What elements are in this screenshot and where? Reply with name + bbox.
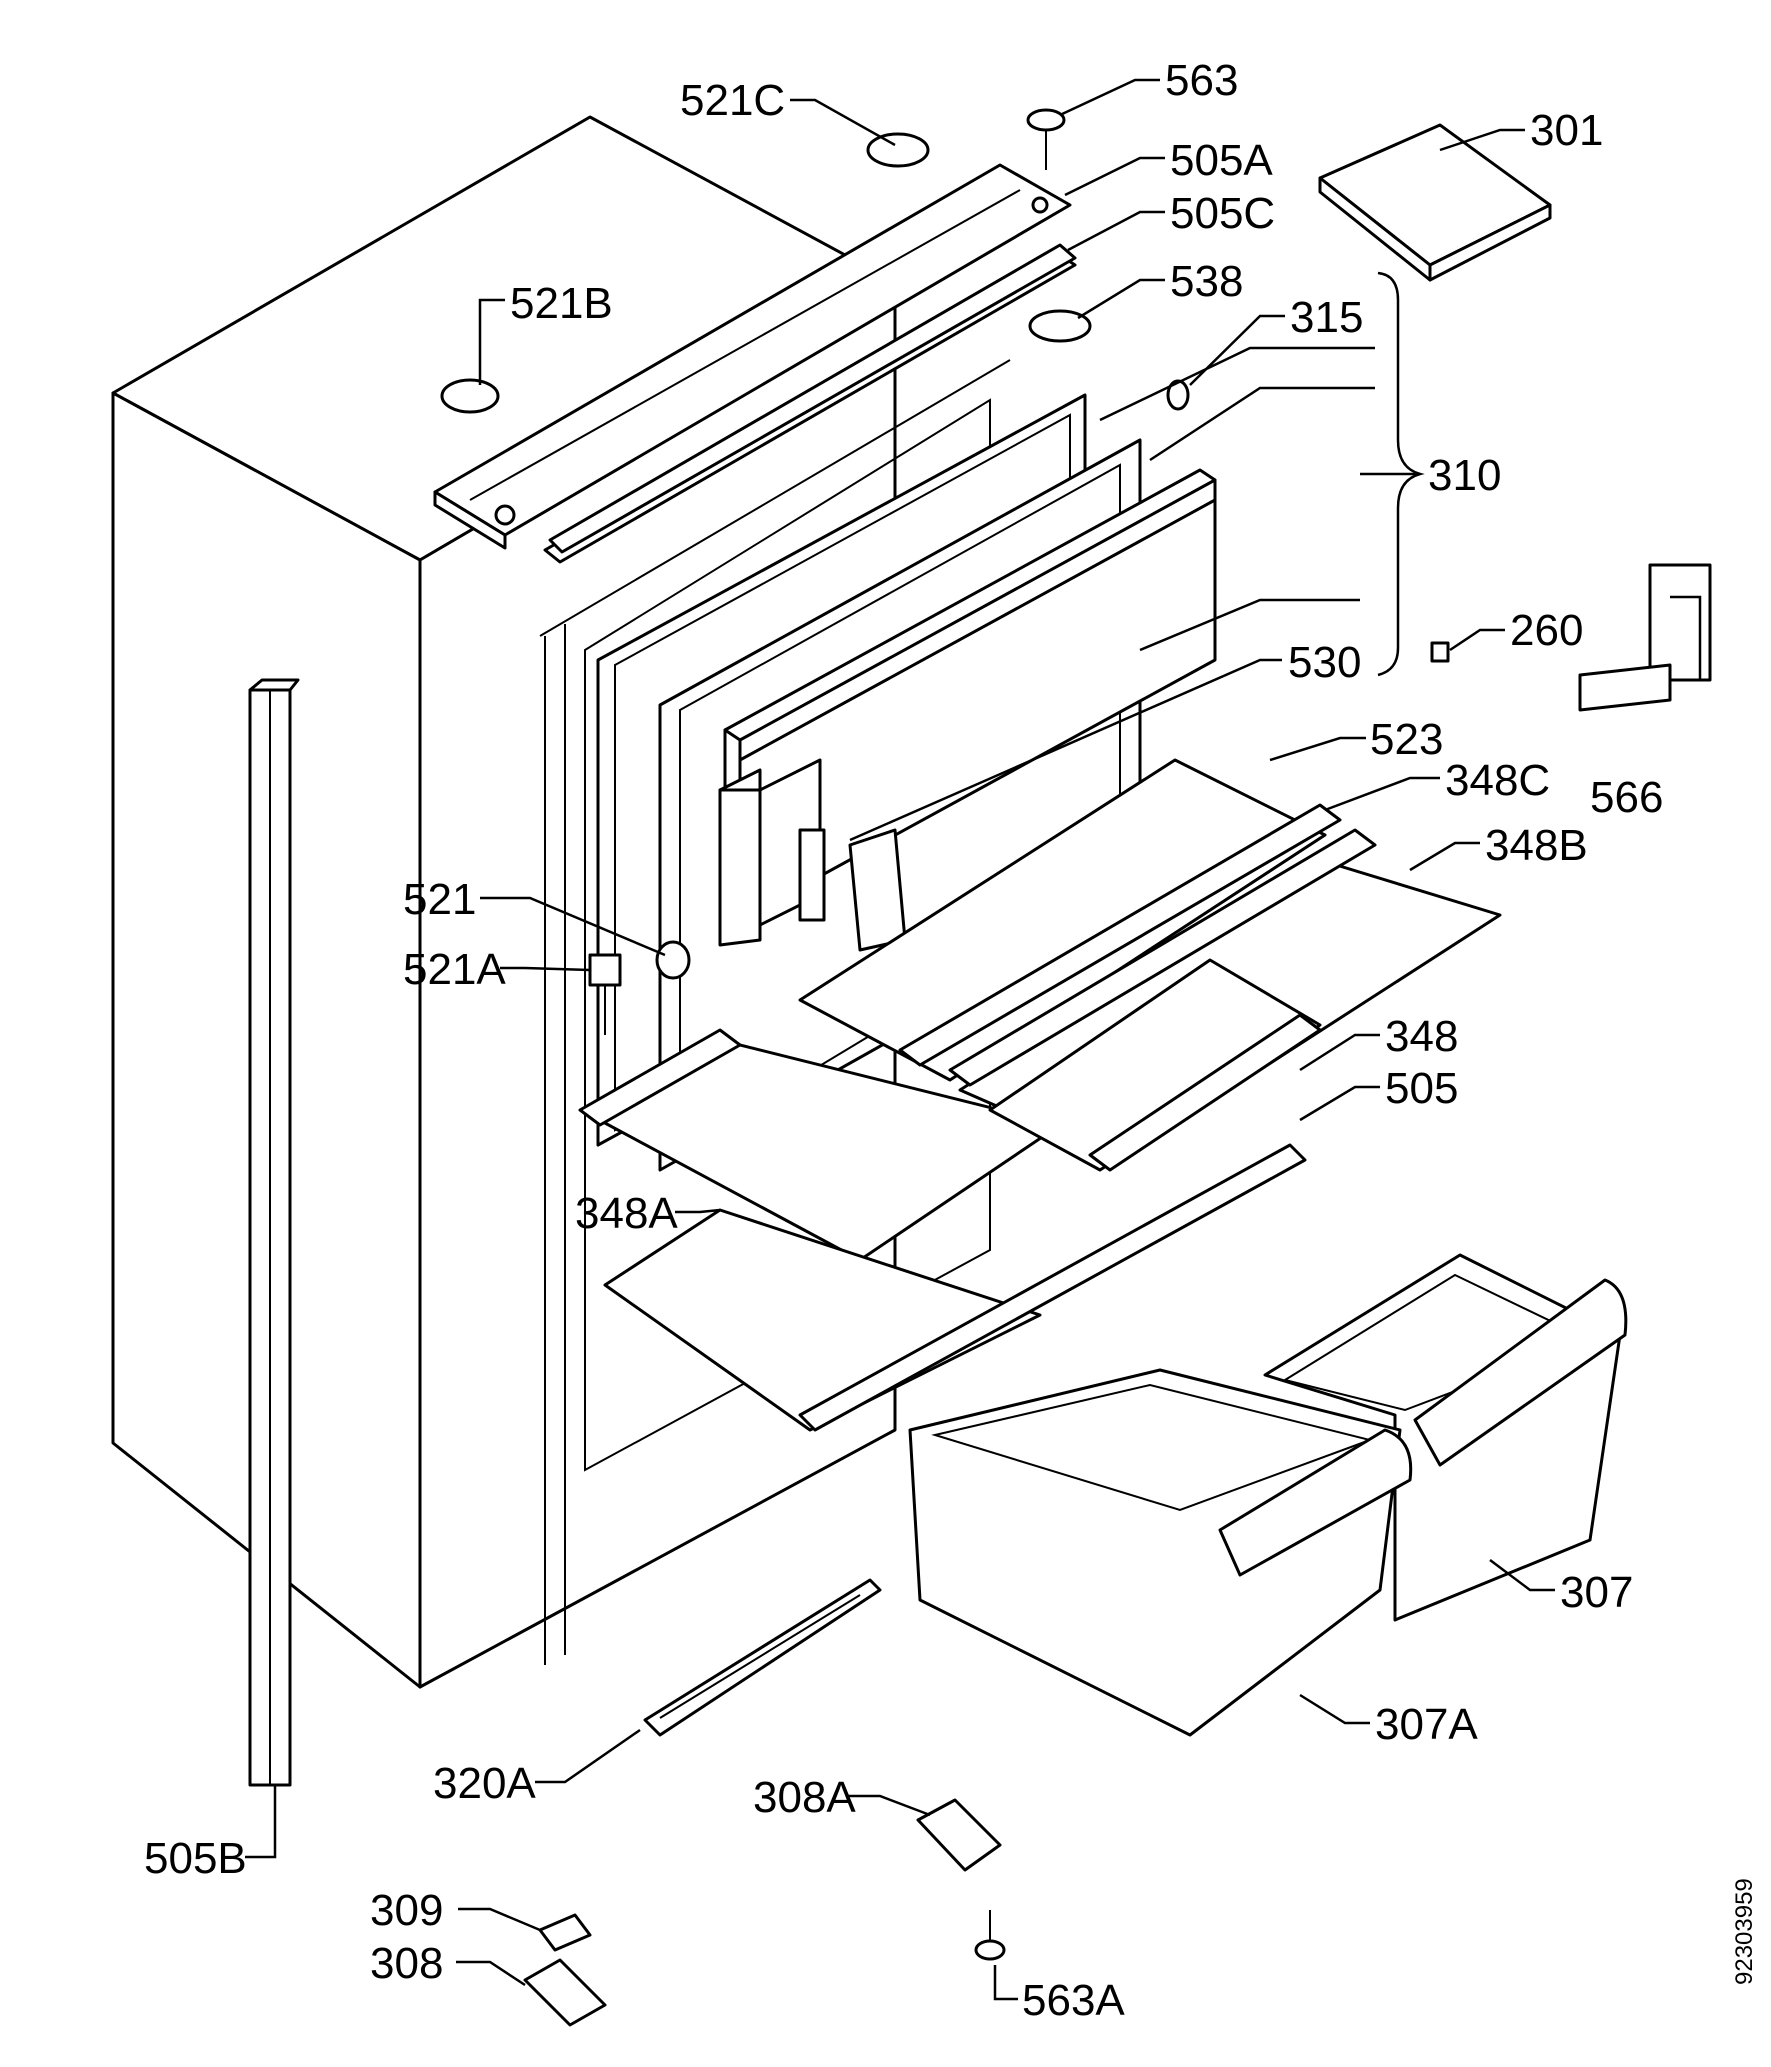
part-563-screw bbox=[1026, 108, 1066, 170]
callout-521a: 521A bbox=[403, 945, 506, 994]
callout-348a: 348A bbox=[575, 1189, 678, 1238]
callout-505: 505 bbox=[1385, 1064, 1458, 1113]
part-260-clip bbox=[1430, 641, 1450, 663]
part-521c-cap bbox=[866, 132, 930, 168]
part-315-screw bbox=[1166, 379, 1190, 411]
part-307-drawer bbox=[1263, 1253, 1628, 1622]
callout-348b: 348B bbox=[1485, 821, 1588, 870]
callout-309: 309 bbox=[370, 1886, 443, 1935]
callout-505a: 505A bbox=[1170, 136, 1273, 185]
callout-538: 538 bbox=[1170, 257, 1243, 306]
callout-308: 308 bbox=[370, 1939, 443, 1988]
part-301-ice-tray bbox=[1318, 123, 1552, 282]
callout-566: 566 bbox=[1590, 773, 1663, 822]
part-505a-top-plate bbox=[433, 163, 1072, 550]
leader-lines bbox=[456, 78, 1702, 2001]
callout-521c: 521C bbox=[680, 76, 785, 125]
part-566-scraper bbox=[1578, 563, 1712, 712]
callout-523: 523 bbox=[1370, 715, 1443, 764]
part-505c-seal-strip bbox=[543, 243, 1077, 564]
part-308-bracket bbox=[523, 1958, 607, 2027]
part-320a-rail bbox=[643, 1578, 882, 1737]
document-number: 92303959 bbox=[1731, 1878, 1758, 1985]
callout-260: 260 bbox=[1510, 606, 1583, 655]
callout-505c: 505C bbox=[1170, 189, 1275, 238]
part-308a-bracket bbox=[916, 1798, 1002, 1872]
callout-310: 310 bbox=[1428, 451, 1501, 500]
callout-348: 348 bbox=[1385, 1012, 1458, 1061]
part-538-hinge bbox=[1028, 309, 1092, 343]
callout-307a: 307A bbox=[1375, 1700, 1478, 1749]
callout-530: 530 bbox=[1288, 638, 1361, 687]
part-309-block bbox=[538, 1913, 592, 1952]
part-530-bracket bbox=[718, 758, 826, 947]
callout-301: 301 bbox=[1530, 106, 1603, 155]
callout-307: 307 bbox=[1560, 1568, 1633, 1617]
part-523-clip bbox=[848, 828, 907, 952]
part-348c-shelf bbox=[798, 758, 1342, 1082]
part-521-plug bbox=[655, 940, 691, 980]
callout-521b: 521B bbox=[510, 279, 613, 328]
callout-563: 563 bbox=[1165, 56, 1238, 105]
callout-521: 521 bbox=[403, 875, 476, 924]
part-307a-drawer bbox=[908, 1368, 1413, 1737]
callout-labels: 521C 563 505A 301 505C 521B 538 315 310 … bbox=[144, 56, 1663, 2025]
callout-320a: 320A bbox=[433, 1759, 536, 1808]
part-505-glass-shelf bbox=[603, 1143, 1307, 1432]
callout-308a: 308A bbox=[753, 1773, 856, 1822]
callout-563a: 563A bbox=[1022, 1976, 1125, 2025]
callout-315: 315 bbox=[1290, 293, 1363, 342]
callout-505b: 505B bbox=[144, 1834, 247, 1883]
part-521b-cap bbox=[440, 378, 500, 414]
callout-348c: 348C bbox=[1445, 756, 1550, 805]
part-505b-trim-strip bbox=[245, 678, 300, 1859]
part-563a-screw bbox=[974, 1910, 1006, 1961]
part-348-shelf bbox=[988, 958, 1322, 1172]
